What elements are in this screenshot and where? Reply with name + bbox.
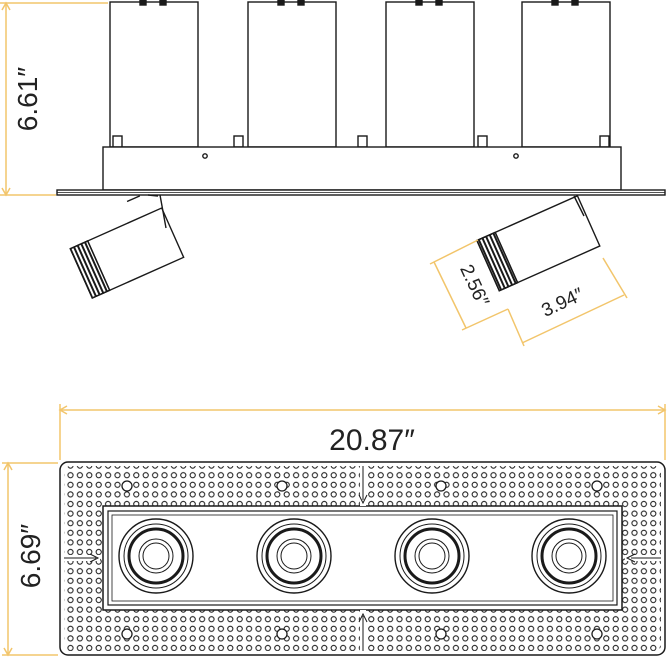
lamp-ring <box>118 518 194 594</box>
lamp-ring <box>394 518 470 594</box>
housing-can <box>247 1 337 148</box>
head-diameter-label: 2.56″ <box>455 261 493 310</box>
screw-holes <box>121 480 603 640</box>
plan-view <box>59 461 666 656</box>
lamp-head-left <box>69 195 185 299</box>
height-side-label: 6.61″ <box>12 67 43 131</box>
lamp-ring <box>256 518 332 594</box>
plan-dimension-lines <box>2 404 667 657</box>
housing-cans <box>109 0 611 148</box>
side-view <box>56 0 666 299</box>
overall-depth-label: 6.69″ <box>15 524 46 588</box>
housing-can <box>385 1 475 148</box>
mounting-clips <box>112 135 610 148</box>
side-dimension-lines <box>0 1 628 347</box>
housing-can <box>521 1 611 148</box>
housing-can <box>109 1 199 148</box>
lamp-head-right <box>476 194 601 292</box>
lamp-rings <box>118 518 607 594</box>
frame-box <box>102 146 622 191</box>
overall-width-label: 20.87″ <box>329 424 415 457</box>
lamp-ring <box>531 518 607 594</box>
